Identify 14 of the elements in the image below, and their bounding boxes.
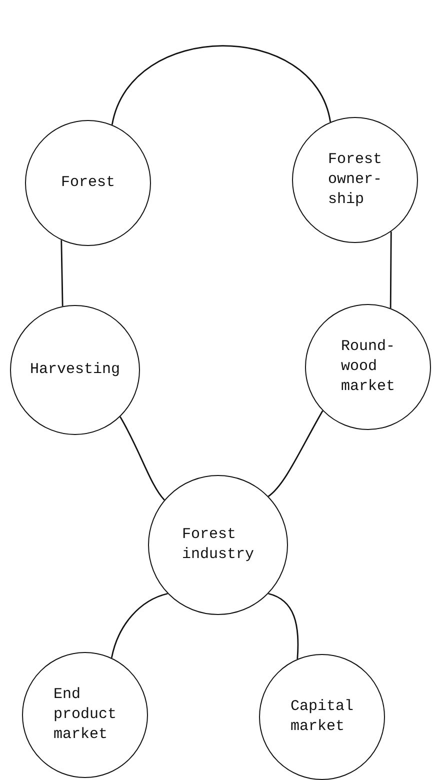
connector-line	[111, 45, 332, 125]
connector-line	[110, 592, 168, 658]
node-label: End product market	[53, 684, 116, 746]
node-label: Forest industry	[182, 524, 254, 565]
node-label: Capital market	[290, 696, 354, 737]
node-label: Forest owner- ship	[328, 150, 382, 210]
connector-line	[268, 410, 324, 497]
node-label: Forest	[60, 172, 115, 193]
connector-line	[390, 232, 392, 308]
connector-line	[120, 416, 165, 500]
node-label: Harvesting	[30, 360, 120, 380]
node-label: Round- wood market	[340, 336, 395, 398]
connector-line	[60, 240, 64, 306]
connector-line	[268, 592, 299, 660]
